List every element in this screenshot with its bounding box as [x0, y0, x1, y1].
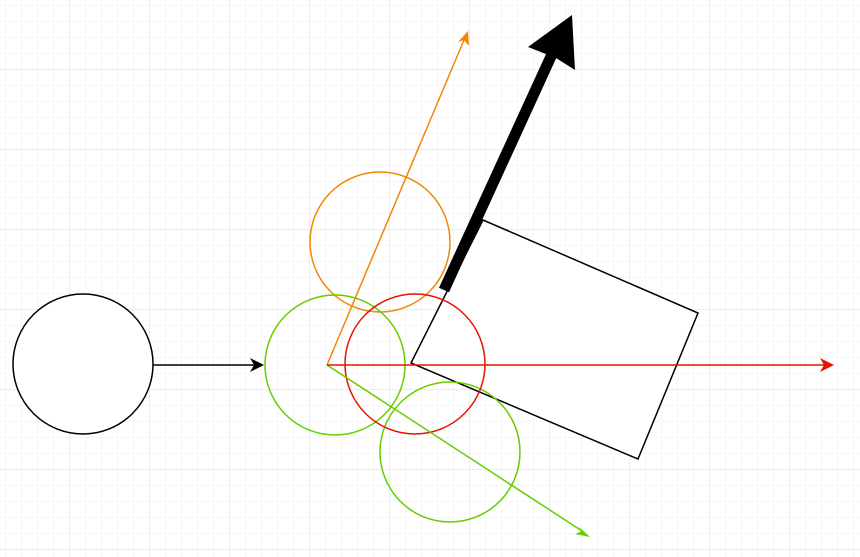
orange-circle[interactable]: [309, 171, 451, 313]
source-circle[interactable]: [12, 293, 154, 435]
green-arrow[interactable]: [326, 364, 590, 537]
orange-arrow[interactable]: [326, 31, 469, 366]
red-arrow[interactable]: [327, 358, 834, 372]
black-connector-arrow[interactable]: [153, 358, 264, 372]
green-circle-lower[interactable]: [379, 381, 521, 523]
red-circle[interactable]: [344, 293, 486, 435]
bold-black-arrow[interactable]: [438, 15, 575, 293]
